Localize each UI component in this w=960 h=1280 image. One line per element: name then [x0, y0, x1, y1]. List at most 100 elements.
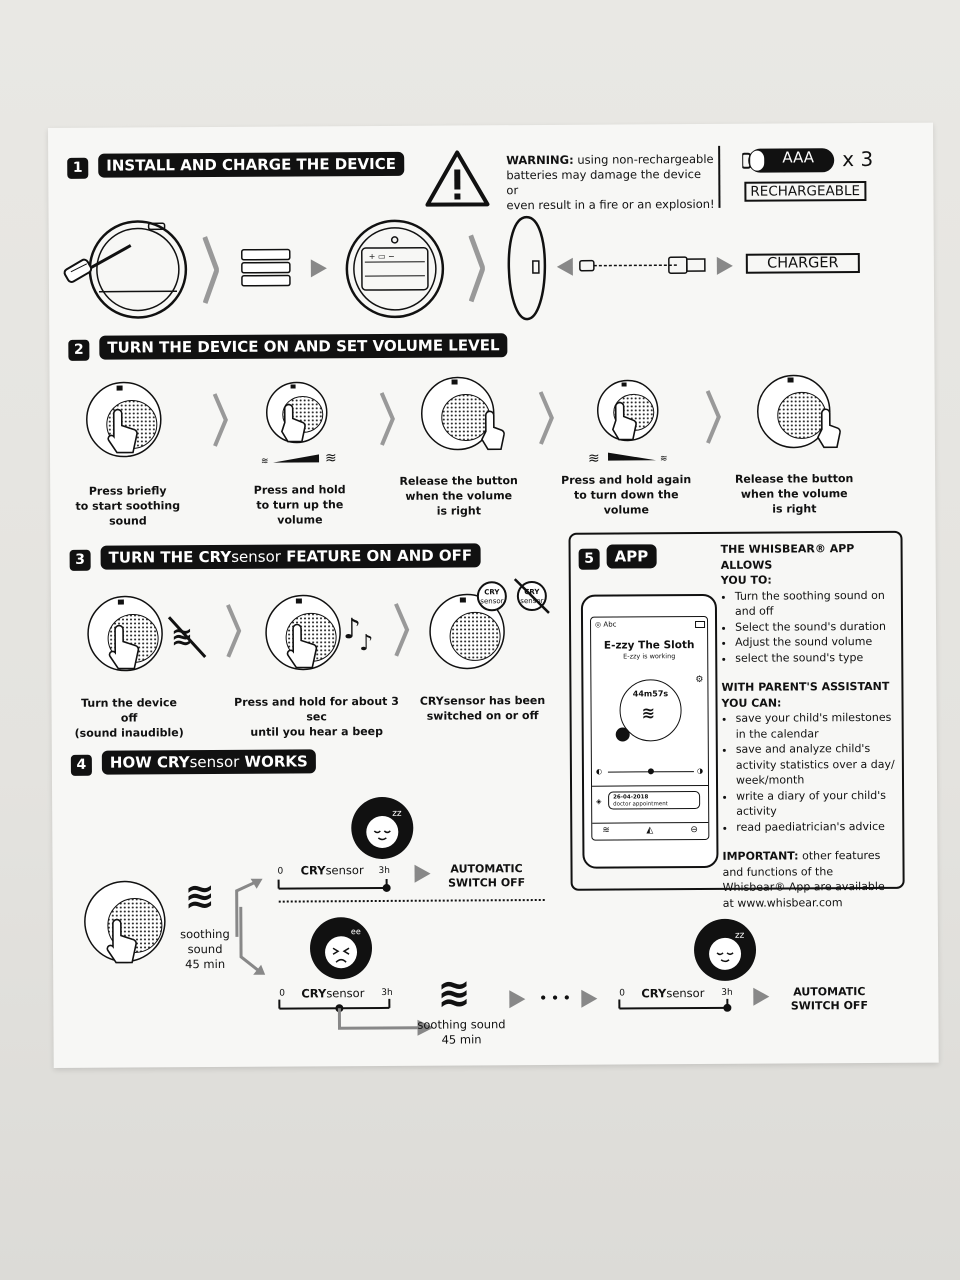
warning-line-1: using non-rechargeable: [573, 151, 714, 167]
caption-line: when the volume: [740, 487, 848, 501]
phone-crysensor-badge: [615, 727, 630, 742]
divider: [718, 145, 721, 208]
nav-sound-icon[interactable]: ≋: [602, 825, 610, 836]
caption-line: Press and hold again: [561, 473, 692, 487]
sleeping-baby-icon: zz: [694, 918, 757, 981]
svg-text:≋: ≋: [171, 622, 193, 652]
step-2-caption-1: Press briefly to start soothing sound: [70, 483, 185, 529]
caption-line: Turn the device off: [81, 696, 177, 725]
chevron-right-icon: [202, 236, 220, 304]
title-part: TURN THE CRY: [108, 547, 232, 567]
arrow-right-icon: [581, 989, 598, 1008]
step-2-title: TURN THE DEVICE ON AND SET VOLUME LEVEL: [99, 333, 508, 360]
app-feature-item: select the sound's type: [735, 649, 897, 665]
step-3-title: TURN THE CRYsensor FEATURE ON AND OFF: [100, 543, 481, 570]
step-1-title: INSTALL AND CHARGE THE DEVICE: [98, 151, 404, 178]
timeline-start: 0: [279, 988, 286, 999]
auto-off-line: AUTOMATIC: [450, 862, 523, 876]
device-back-screwdriver-icon: [63, 220, 188, 319]
instruction-card: 1 INSTALL AND CHARGE THE DEVICE WARNING:…: [48, 122, 939, 1068]
chevron-right-icon: [705, 390, 721, 444]
step-3-number: 3: [69, 549, 91, 571]
dotted-divider: [278, 898, 545, 903]
app-feature-item: Turn the soothing sound on and off: [735, 587, 897, 619]
title-part: HOW CRY: [109, 753, 190, 772]
device-press-icon: [84, 880, 166, 964]
event-date: 26-04-2018: [613, 794, 649, 801]
warning-line-2: batteries may damage the device or: [506, 167, 702, 198]
volume-slider-thumb[interactable]: [647, 768, 654, 775]
step-2-number: 2: [68, 339, 90, 361]
auto-switch-off-top: AUTOMATIC SWITCH OFF: [446, 862, 526, 890]
nav-menu-icon[interactable]: ⊖: [690, 825, 698, 836]
charger-label: CHARGER: [745, 253, 860, 274]
app-feature-item: save your child's milestones in the cale…: [736, 710, 898, 742]
caption-line: Press and hold for about 3 sec: [234, 694, 399, 724]
wave-text-line: sound: [187, 941, 223, 957]
svg-text:≋: ≋: [325, 450, 337, 466]
soothing-sound-mid: soothing sound 45 min: [411, 1017, 511, 1048]
step-5-title: APP: [606, 544, 657, 569]
app-important-note: IMPORTANT: other features and functions …: [722, 848, 898, 911]
svg-text:zz: zz: [735, 931, 745, 941]
timer-min: 44: [632, 689, 644, 699]
caption-line: Press briefly: [88, 484, 167, 498]
arrow-left-icon: [556, 257, 573, 276]
app-feature-item: write a diary of your child's activity: [736, 787, 898, 819]
wave-text-line: 45 min: [185, 956, 226, 972]
wave-text-line: soothing: [180, 926, 230, 942]
sound-waves-icon: ≋: [437, 970, 471, 1017]
slash-icon: [513, 578, 550, 614]
device-side-icon: [507, 215, 547, 321]
device-release-icon: [421, 376, 505, 451]
svg-text:+ ▭ −: + ▭ −: [369, 252, 395, 261]
settings-gear-icon[interactable]: ⚙: [695, 675, 704, 686]
soothing-sound-left: soothing sound 45 min: [171, 927, 239, 972]
battery-icon: [742, 148, 835, 173]
phone-user-name: Abc: [603, 620, 617, 629]
auto-off-line: SWITCH OFF: [790, 999, 868, 1013]
caption-line: Release the button: [399, 474, 518, 488]
calendar-icon: ◈: [596, 797, 602, 806]
phone-device-status: E-zzy is working: [623, 652, 676, 661]
svg-text:≋: ≋: [660, 454, 668, 464]
battery-label: AAA: [782, 148, 815, 167]
warning-icon: [425, 150, 490, 207]
volume-high-icon: ◑: [696, 767, 704, 776]
step-3-caption-3: CRYsensor has been switched on or off: [417, 693, 547, 724]
caption-line: Press and hold: [253, 483, 346, 497]
warning-line-3: even result in a fire or an explosion!: [506, 196, 715, 213]
rechargeable-label: RECHARGEABLE: [744, 181, 867, 202]
batteries-icon: [241, 248, 291, 287]
sound-waves-icon: ≋: [184, 875, 215, 918]
chevron-right-icon: [212, 393, 228, 447]
battery-status-icon: [695, 620, 706, 629]
battery-count: x 3: [842, 146, 874, 172]
event-note: doctor appointment: [613, 801, 668, 808]
nav-baby-icon[interactable]: ◭: [646, 825, 654, 836]
heading-line: THE WHISBEAR® APP ALLOWS: [720, 542, 855, 572]
timeline-end: 3h: [381, 987, 393, 998]
device-sensor-icon: [429, 593, 505, 670]
badge-text: sensor: [480, 597, 504, 606]
phone-separator: [592, 784, 709, 787]
device-press-icon: [86, 381, 162, 458]
caption-line: CRYsensor has been: [419, 693, 546, 708]
cry-light: sensor: [325, 863, 364, 878]
caption-line: to start soothing: [75, 499, 181, 513]
caption-line: switched on or off: [426, 709, 539, 723]
arrow-right-icon: [509, 990, 526, 1009]
wave-text-line: soothing sound: [417, 1017, 506, 1032]
battery-compartment-icon: + ▭ −: [345, 219, 445, 319]
svg-text:zz: zz: [392, 809, 402, 819]
svg-text:♪: ♪: [359, 631, 373, 656]
crysensor-label: CRYsensor: [300, 863, 363, 877]
title-part: FEATURE ON AND OFF: [280, 546, 473, 566]
timeline-start: 0: [619, 988, 626, 999]
cry-bold: CRY: [300, 863, 326, 878]
title-part: sensor: [189, 752, 240, 772]
phone-user: ◎ Abc: [595, 620, 617, 629]
